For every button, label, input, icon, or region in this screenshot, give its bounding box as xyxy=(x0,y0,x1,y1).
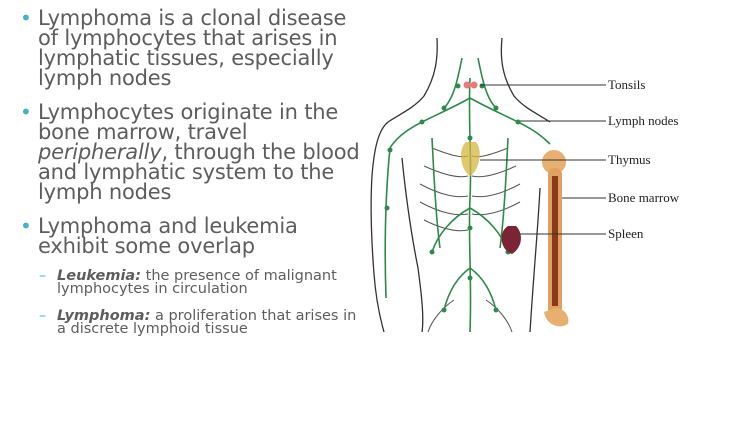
sub-bullet-dash: – xyxy=(39,268,47,284)
label-lymph-nodes: Lymph nodes xyxy=(608,113,678,128)
bullet-dot: • xyxy=(20,214,32,238)
bullet-3: • Lymphoma and leukemia exhibit some ove… xyxy=(14,214,362,258)
label-thymus: Thymus xyxy=(608,152,651,167)
sub-bullet-leukemia: – Leukemia: the presence of malignant ly… xyxy=(14,268,362,297)
bullet-2-text-before: Lymphocytes originate in the bone marrow… xyxy=(38,100,339,144)
lymph-vessels xyxy=(384,57,551,332)
body-outline xyxy=(370,38,551,332)
sub-bullet-text: the presence of malignant lymphocytes in… xyxy=(57,268,337,297)
sub-bullet-term: Lymphoma: xyxy=(57,308,151,324)
bullet-1-text: Lymphoma is a clonal disease of lymphocy… xyxy=(38,6,347,90)
bullet-dot: • xyxy=(20,100,32,124)
bullet-3-text: Lymphoma and leukemia exhibit some overl… xyxy=(38,214,298,258)
bullet-2-text-after: , through the blood and lymphatic system… xyxy=(38,140,360,204)
sub-bullet-lymphoma: – Lymphoma: a proliferation that arises … xyxy=(14,308,362,337)
spleen-shape xyxy=(501,226,521,254)
lymph-nodes xyxy=(384,83,521,313)
bone-shape xyxy=(542,150,569,327)
bullet-dot: • xyxy=(20,6,32,30)
thymus-shape xyxy=(461,142,480,176)
tonsils-shape xyxy=(463,81,478,89)
bullet-2-emphasis: peripherally xyxy=(38,140,162,164)
sub-bullet-dash: – xyxy=(39,308,47,324)
slide-text: • Lymphoma is a clonal disease of lympho… xyxy=(14,8,362,350)
label-tonsils: Tonsils xyxy=(608,77,645,92)
bullet-1: • Lymphoma is a clonal disease of lympho… xyxy=(14,6,362,90)
label-spleen: Spleen xyxy=(608,226,644,241)
sub-bullet-text: a proliferation that arises in a discret… xyxy=(57,308,357,337)
bullet-2: • Lymphocytes originate in the bone marr… xyxy=(14,100,362,204)
label-bone-marrow: Bone marrow xyxy=(608,190,680,205)
lymphatic-system-figure: Tonsils Lymph nodes Thymus Bone marrow S… xyxy=(370,38,680,332)
sub-bullet-term: Leukemia: xyxy=(57,268,142,284)
leader-lines xyxy=(480,84,606,235)
